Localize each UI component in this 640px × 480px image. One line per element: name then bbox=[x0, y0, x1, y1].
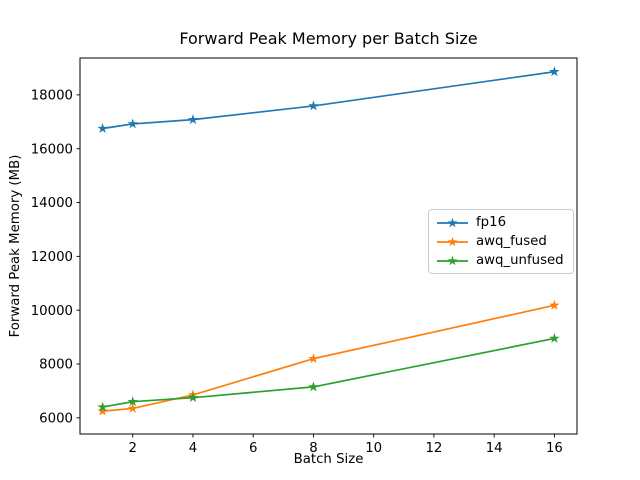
svg-text:6: 6 bbox=[249, 441, 257, 456]
legend-label: awq_fused bbox=[476, 234, 547, 249]
svg-text:16: 16 bbox=[546, 441, 563, 456]
legend: fp16 awq_fused awq_unfused bbox=[428, 209, 574, 274]
x-axis-label: Batch Size bbox=[293, 452, 364, 467]
svg-text:14000: 14000 bbox=[31, 196, 73, 211]
line-star-marker-icon bbox=[437, 255, 468, 265]
svg-text:2: 2 bbox=[128, 441, 136, 456]
svg-text:10000: 10000 bbox=[31, 304, 73, 319]
chart-title: Forward Peak Memory per Batch Size bbox=[179, 29, 478, 48]
line-star-marker-icon bbox=[437, 236, 468, 246]
legend-entry-fp16: fp16 bbox=[436, 215, 566, 230]
svg-text:10: 10 bbox=[365, 441, 382, 456]
legend-label: fp16 bbox=[476, 215, 507, 230]
svg-text:16000: 16000 bbox=[31, 142, 73, 157]
svg-text:8000: 8000 bbox=[39, 358, 73, 373]
svg-text:14: 14 bbox=[486, 441, 503, 456]
svg-text:8: 8 bbox=[309, 441, 317, 456]
svg-text:6000: 6000 bbox=[39, 412, 73, 427]
legend-label: awq_unfused bbox=[476, 253, 564, 268]
svg-text:4: 4 bbox=[189, 441, 197, 456]
line-star-marker-icon bbox=[437, 217, 468, 227]
svg-text:12: 12 bbox=[425, 441, 442, 456]
svg-text:12000: 12000 bbox=[31, 250, 73, 265]
legend-entry-awq-unfused: awq_unfused bbox=[436, 253, 566, 268]
legend-entry-awq-fused: awq_fused bbox=[436, 234, 566, 249]
svg-text:18000: 18000 bbox=[31, 89, 73, 104]
